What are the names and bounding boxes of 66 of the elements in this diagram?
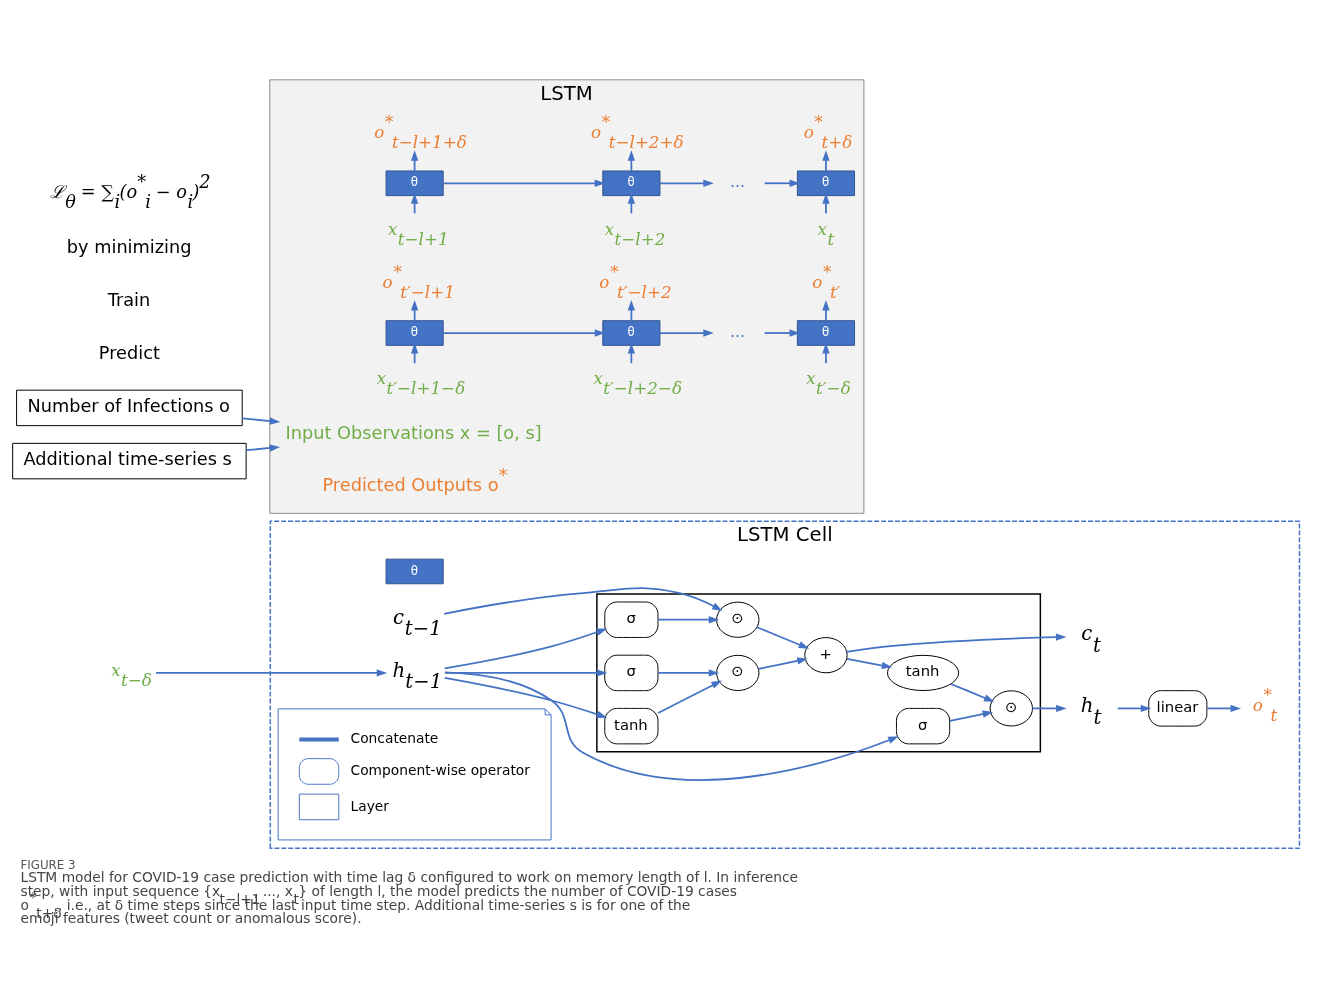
arrow: [757, 657, 808, 670]
legend-label: Layer: [350, 797, 390, 814]
node-box: tanh: [604, 707, 659, 745]
node-box: σ: [604, 601, 659, 638]
arrow: [410, 343, 419, 365]
arrow: [1206, 704, 1241, 713]
arrow: [756, 626, 810, 649]
arrow: [822, 343, 830, 365]
node-box: θ: [385, 170, 444, 197]
arrow: [822, 300, 830, 322]
node-box: Number of Infections o: [16, 389, 243, 427]
legend-label: Component-wise operator: [350, 762, 530, 779]
arrow: [659, 329, 714, 337]
arrow: [410, 193, 419, 215]
node-box: θ: [385, 320, 444, 346]
arrow: [657, 680, 722, 714]
node-box: linear: [1148, 690, 1208, 727]
arrow: [444, 669, 608, 677]
node-text: Input Observations x = [o, s]: [285, 422, 542, 443]
arrow: [949, 710, 994, 722]
label: by minimizing: [66, 236, 192, 257]
node-ellipse: tanh: [886, 654, 960, 692]
arrow: [845, 633, 1067, 653]
node-ellipse: ⊙: [716, 654, 760, 692]
node-ellipse: ⊙: [716, 601, 760, 638]
node-box: θ: [796, 170, 855, 197]
node-ellipse: ⊙: [989, 690, 1033, 727]
arrow: [659, 179, 714, 187]
node-box: σ: [604, 654, 659, 692]
label: Predict: [98, 343, 160, 364]
node-box: σ: [895, 707, 951, 745]
arrow: [410, 299, 419, 322]
arrow: [627, 193, 636, 215]
node-text: ...: [729, 321, 745, 341]
arrow: [657, 616, 720, 624]
arrow: [627, 299, 636, 322]
arrow: [763, 179, 800, 187]
arrow: [846, 658, 893, 670]
node-text: ...: [729, 172, 745, 192]
node-box: θ: [796, 320, 855, 346]
label: Train: [107, 289, 151, 310]
arrow: [245, 444, 281, 452]
arrow: [442, 329, 606, 337]
node-box: θ: [385, 558, 444, 585]
arrow: [443, 671, 899, 781]
legend-label: Concatenate: [350, 730, 439, 747]
arrow: [442, 179, 606, 187]
node-box: θ: [602, 320, 661, 346]
node-ellipse: +: [804, 637, 848, 674]
arrow: [1031, 704, 1067, 713]
arrow: [822, 150, 830, 172]
arrow: [1116, 704, 1152, 713]
arrow: [155, 669, 388, 677]
arrow: [657, 669, 720, 677]
diagram-title: FIGURE 3: [20, 857, 76, 872]
arrow: [627, 343, 636, 365]
arrow: [950, 683, 995, 702]
arrow: [241, 417, 281, 425]
arrow: [763, 329, 800, 337]
arrow: [822, 193, 830, 215]
arrow: [410, 150, 419, 172]
arrow: [627, 150, 636, 172]
node-box: θ: [602, 170, 661, 197]
node-box: Additional time-series s: [12, 442, 247, 480]
arrow: [443, 628, 608, 670]
arrow: [443, 587, 723, 615]
